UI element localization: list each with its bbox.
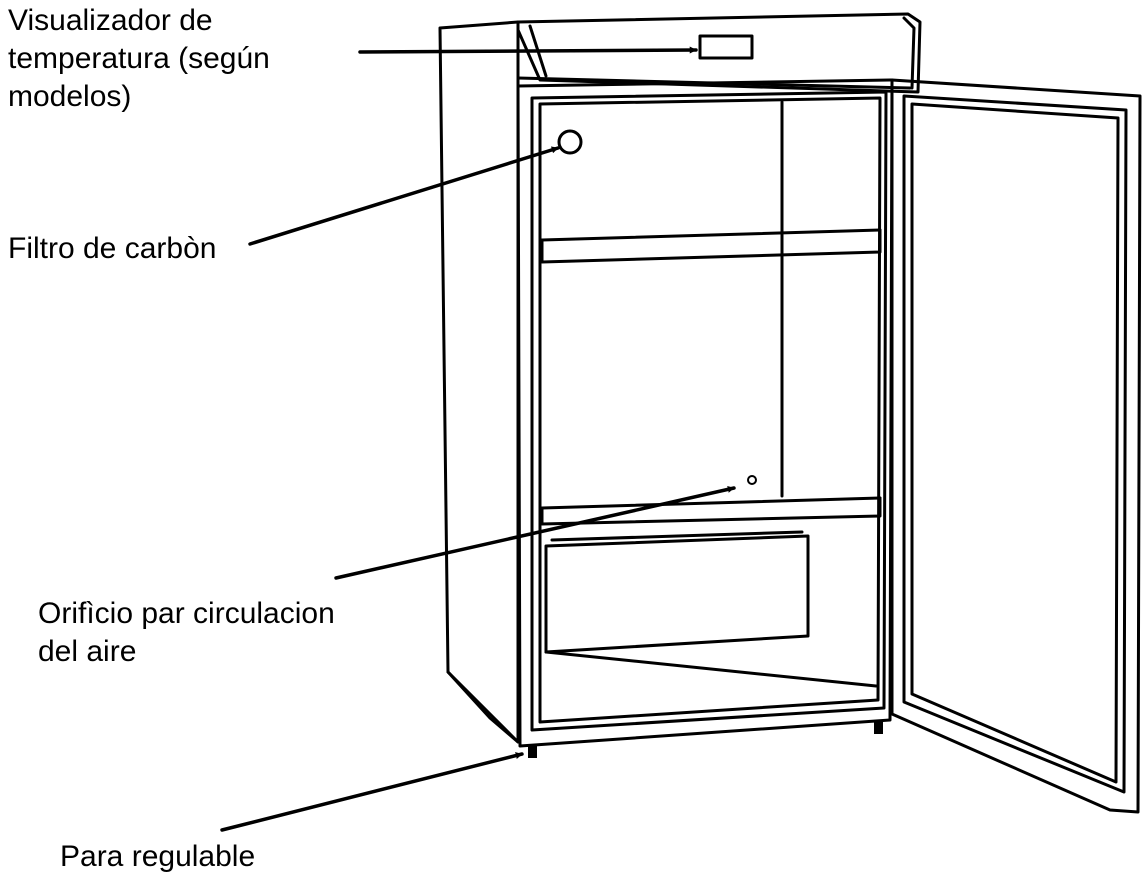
label-line: modelos)	[8, 80, 132, 113]
label-line: Orifìcio par circulacion	[38, 597, 335, 630]
carbon-filter	[557, 129, 583, 155]
label-adjustable-foot: Para regulable	[60, 838, 255, 876]
label-line: Para regulable	[60, 840, 256, 873]
adjustable-foot-right	[874, 722, 883, 734]
label-line: temperatura (según	[8, 42, 270, 75]
label-line: del aire	[38, 635, 137, 668]
arrow-to-air-hole	[334, 485, 736, 580]
temperature-display	[698, 34, 754, 60]
cabinet-side-panel	[438, 20, 520, 744]
label-air-circulation-hole: Orifìcio par circulacion del aire	[38, 595, 335, 671]
arrow-to-display	[358, 46, 698, 54]
upper-shelf	[540, 228, 882, 264]
bottom-drawer	[544, 530, 878, 688]
cabinet-front-frame	[516, 78, 894, 748]
open-door	[890, 78, 1142, 814]
middle-shelf	[540, 496, 882, 526]
label-line: Visualizador de	[8, 4, 213, 37]
label-temperature-display: Visualizador de temperatura (según model…	[8, 2, 270, 116]
label-line: Filtro de carbòn	[8, 232, 217, 265]
arrow-to-filter	[248, 146, 560, 246]
arrow-to-foot	[220, 752, 524, 832]
label-carbon-filter: Filtro de carbòn	[8, 230, 216, 268]
adjustable-foot-left	[528, 746, 537, 758]
air-circulation-hole	[747, 475, 757, 485]
